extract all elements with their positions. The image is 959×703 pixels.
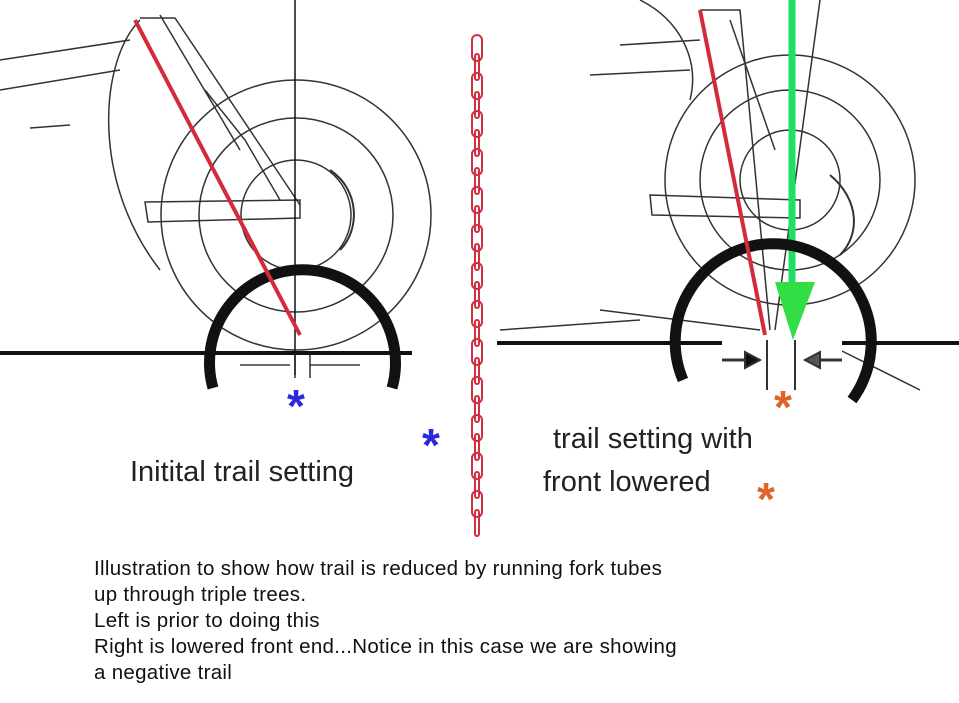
left-tire <box>204 264 401 390</box>
caption-line: Right is lowered front end...Notice in t… <box>94 635 677 658</box>
caption-line: up through triple trees. <box>94 583 307 606</box>
right-trail-marker: * <box>774 381 792 433</box>
chain-link <box>474 357 480 385</box>
caption-line: Illustration to show how trail is reduce… <box>94 557 663 580</box>
chain-link <box>474 129 480 157</box>
chain-link <box>474 205 480 233</box>
caption-line: Left is prior to doing this <box>94 609 320 632</box>
chain-link <box>471 148 483 176</box>
right-label-marker: * <box>757 473 775 525</box>
chain-link <box>471 300 483 328</box>
left-trail-arrows <box>240 355 360 378</box>
chain-link <box>471 414 483 442</box>
right-trail-arrows <box>722 340 842 390</box>
chain-link <box>471 376 483 404</box>
right-panel-label-line2: front lowered <box>543 466 711 498</box>
chain-link <box>471 186 483 214</box>
chain-link <box>474 471 480 499</box>
caption: Illustration to show how trail is reduce… <box>94 556 677 686</box>
chain-link <box>471 72 483 100</box>
left-trail-marker: * <box>287 380 305 432</box>
chain-link <box>471 262 483 290</box>
chain-link <box>474 243 480 271</box>
chain-link <box>474 281 480 309</box>
right-steering-axis <box>698 9 767 336</box>
chain-link <box>471 110 483 138</box>
chain-link <box>474 91 480 119</box>
caption-line: a negative trail <box>94 661 233 684</box>
chain-link <box>471 224 483 252</box>
chain-link <box>474 433 480 461</box>
chain-divider <box>471 34 483 537</box>
left-steering-axis <box>133 19 302 336</box>
chain-link <box>471 34 483 62</box>
left-panel-label: Initital trail setting <box>130 456 355 488</box>
left-label-marker: * <box>422 419 440 471</box>
right-reference-arrowhead <box>775 282 815 340</box>
chain-link <box>471 338 483 366</box>
right-panel-label-line1: trail setting with <box>553 423 753 455</box>
chain-link <box>474 395 480 423</box>
chain-link <box>474 53 480 81</box>
chain-link <box>474 509 480 537</box>
chain-link <box>471 490 483 518</box>
chain-link <box>474 319 480 347</box>
chain-link <box>474 167 480 195</box>
chain-link <box>471 452 483 480</box>
